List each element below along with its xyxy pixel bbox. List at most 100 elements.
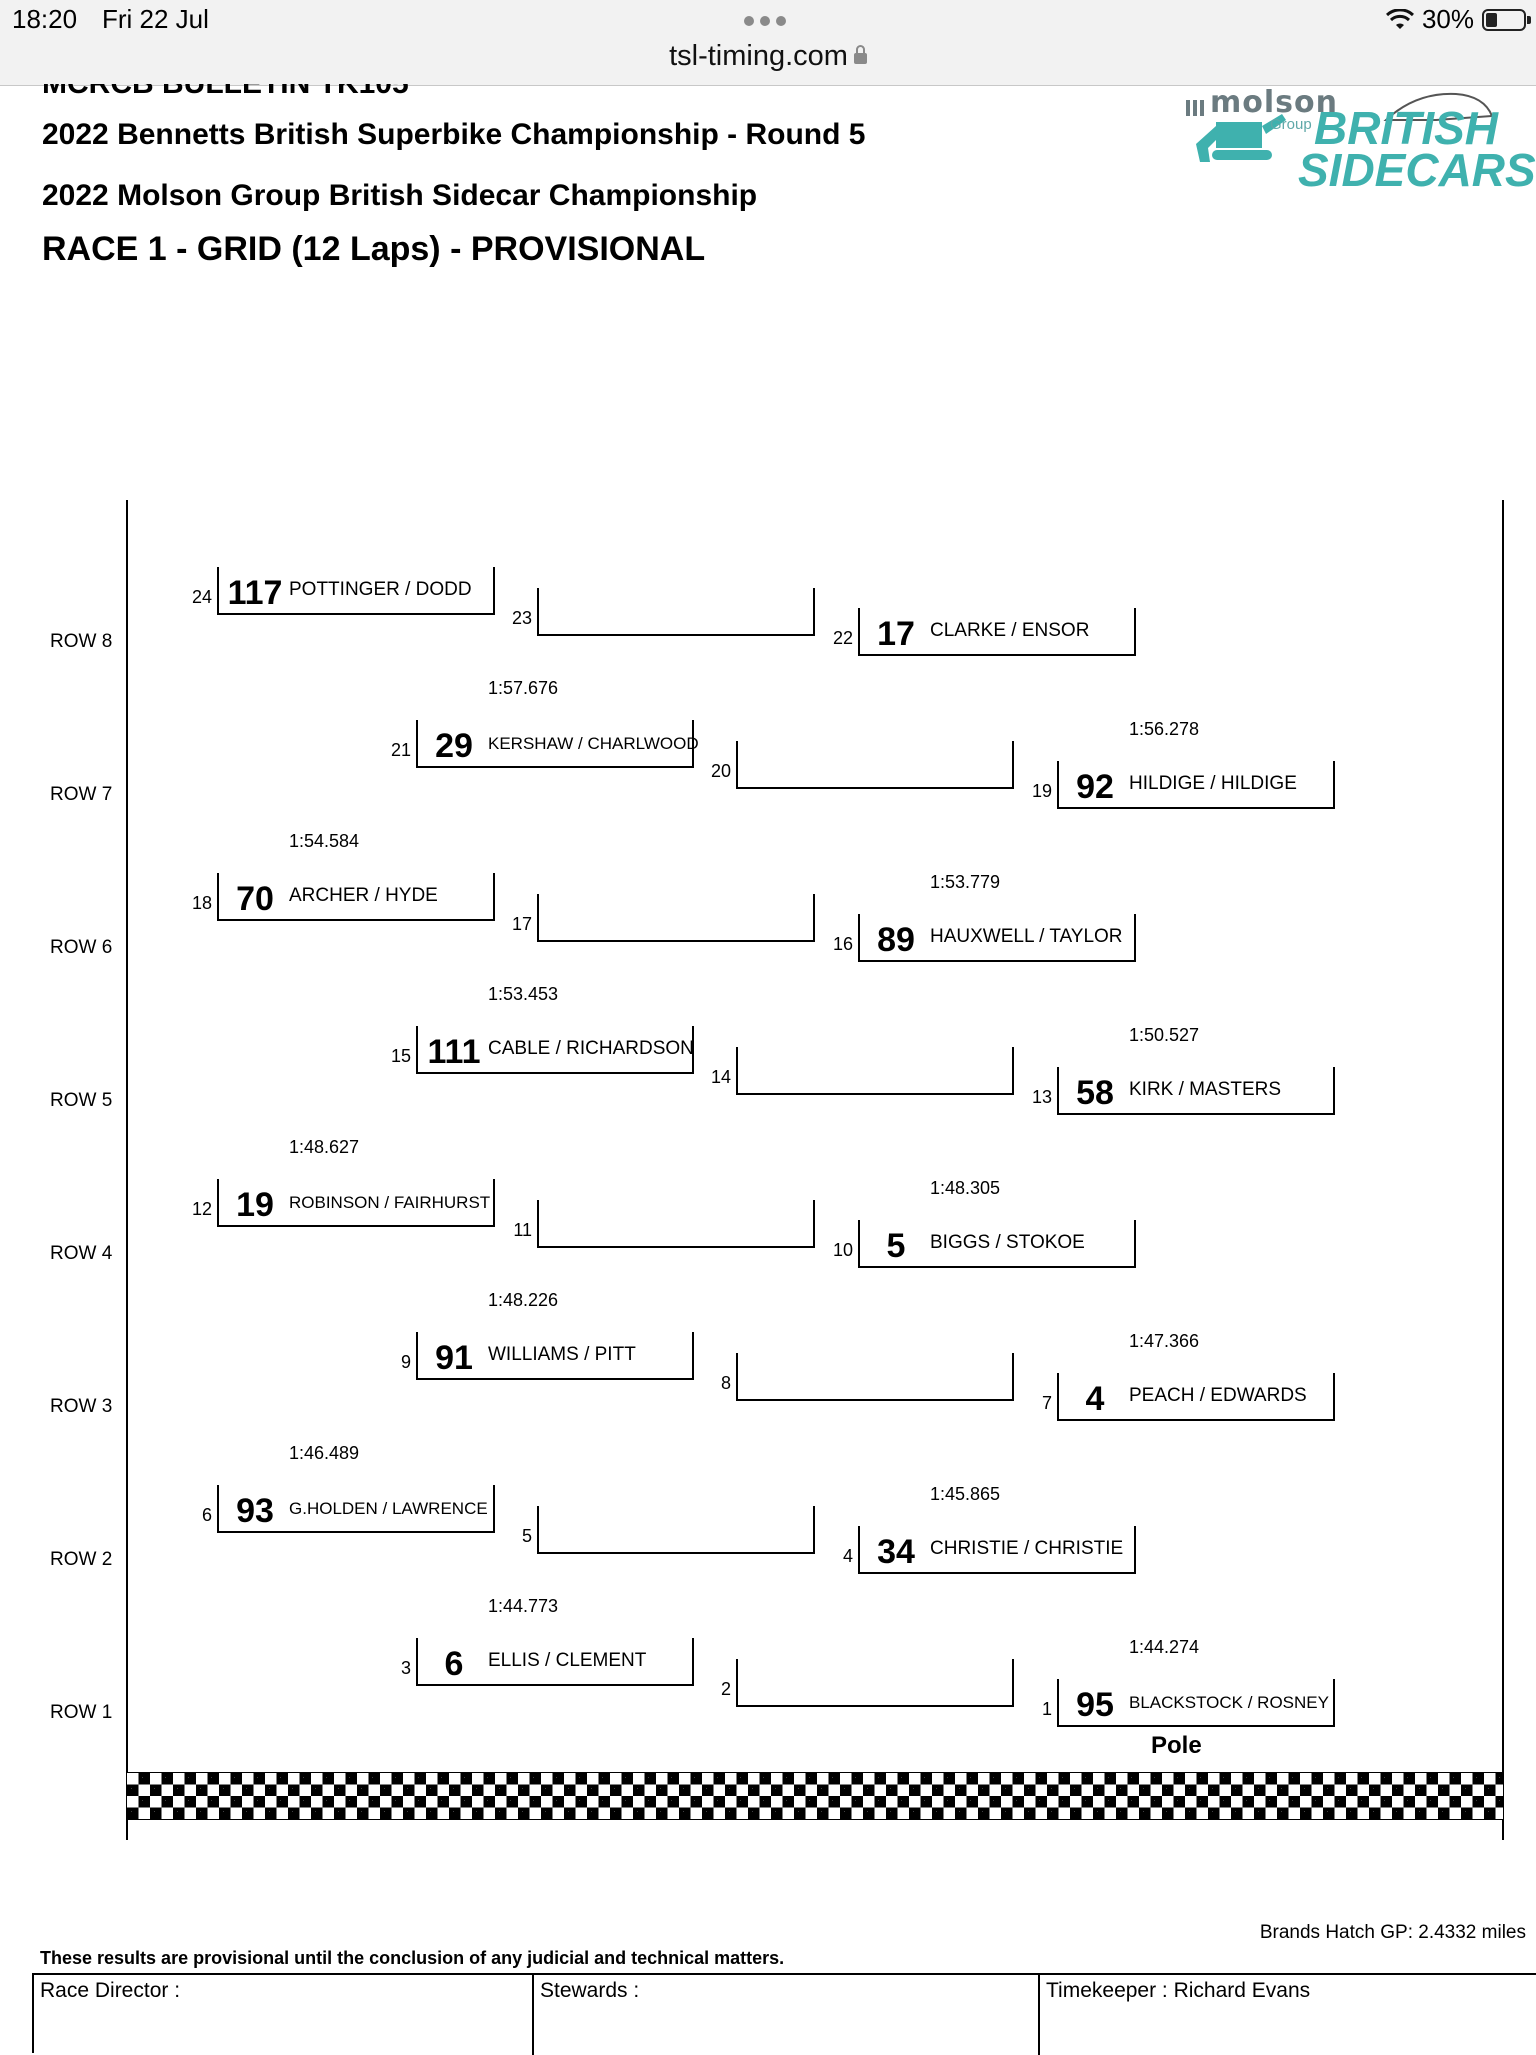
grid-slot: 1:48.627 12 19 ROBINSON / FAIRHURST (192, 1137, 497, 1227)
clock-date: Fri 22 Jul (102, 4, 209, 34)
grid-box (858, 608, 1136, 656)
rider-number: 17 (877, 615, 915, 653)
row-label: ROW 6 (50, 937, 113, 958)
rider-names: HILDIGE / HILDIGE (1129, 773, 1297, 794)
grid-box (736, 1659, 1014, 1707)
grid-box (217, 873, 495, 921)
grid-box (1057, 1679, 1335, 1727)
grid-slot: 1:50.527 13 58 KIRK / MASTERS (1032, 1025, 1337, 1115)
grid-slot-empty: 11 (513, 1200, 817, 1248)
track-edge-right (1502, 500, 1504, 1840)
grid-slot: 24 117 POTTINGER / DODD (192, 567, 497, 615)
grid-slot: 1:54.584 18 70 ARCHER / HYDE (192, 831, 497, 921)
grid-position: 13 (1031, 1087, 1052, 1107)
rider-names: POTTINGER / DODD (289, 579, 472, 600)
lock-icon (853, 45, 867, 64)
rider-number: 70 (236, 880, 274, 918)
qualifying-time: 1:45.865 (930, 1484, 1001, 1504)
grid-slot: 1:47.366 7 4 PEACH / EDWARDS (1042, 1331, 1337, 1421)
row-label: ROW 1 (50, 1702, 113, 1723)
grid-box (217, 1179, 495, 1227)
battery-percent: 30% (1421, 4, 1474, 34)
rider-names: WILLIAMS / PITT (488, 1344, 636, 1365)
grid-position: 7 (1041, 1393, 1052, 1413)
rider-names: ELLIS / CLEMENT (488, 1650, 647, 1671)
rider-number: 19 (236, 1186, 274, 1224)
grid-position: 8 (720, 1373, 731, 1393)
qualifying-time: 1:48.627 (289, 1137, 360, 1157)
grid-slot-empty: 8 (721, 1353, 1016, 1401)
grid-box (858, 1526, 1136, 1574)
grid-position: 14 (710, 1067, 731, 1087)
race-director-label: Race Director : (40, 1979, 181, 2002)
qualifying-time: 1:57.676 (488, 678, 559, 698)
circuit-info: Brands Hatch GP: 2.4332 miles (1259, 1922, 1526, 1943)
rider-number: 5 (886, 1227, 906, 1265)
molson-british-sidecars-logo: molson Group BRITISH SIDECARS (1186, 86, 1536, 196)
grid-slot: 1:45.865 4 34 CHRISTIE / CHRISTIE (843, 1484, 1138, 1574)
status-indicators: 30% (1385, 4, 1531, 35)
grid-slot: 1:53.779 16 89 HAUXWELL / TAYLOR (833, 872, 1138, 962)
grid-position: 16 (832, 934, 853, 954)
clock-time: 18:20 (12, 4, 78, 34)
rider-number: 29 (435, 727, 473, 765)
rider-names: ARCHER / HYDE (289, 885, 438, 906)
wifi-icon (1385, 8, 1414, 29)
grid-slot-empty: 17 (512, 894, 817, 942)
rider-names: CLARKE / ENSOR (930, 620, 1090, 641)
grid-box (858, 1220, 1136, 1268)
grid-position: 10 (832, 1240, 853, 1260)
grid-position: 12 (191, 1199, 212, 1219)
qualifying-time: 1:53.779 (930, 872, 1001, 892)
grid-box (736, 1047, 1014, 1095)
grid-position: 9 (400, 1352, 411, 1372)
grid-position: 17 (511, 914, 532, 934)
grid-position: 11 (513, 1220, 532, 1240)
grid-position: 20 (710, 761, 731, 781)
grid-position: 15 (390, 1046, 411, 1066)
grid-position: 22 (832, 628, 853, 648)
grid-box (416, 1332, 694, 1380)
grid-box (416, 1638, 694, 1686)
grid-position: 18 (191, 893, 212, 913)
track-edge-left (126, 500, 128, 1840)
qualifying-time: 1:48.226 (488, 1290, 559, 1310)
grid-position: 19 (1031, 781, 1052, 801)
row-label: ROW 3 (50, 1396, 113, 1417)
qualifying-time: 1:47.366 (1129, 1331, 1200, 1351)
rider-names: BIGGS / STOKOE (930, 1232, 1085, 1253)
rider-number: 111 (427, 1033, 481, 1071)
grid-position: 2 (720, 1679, 731, 1699)
battery-icon (1482, 8, 1531, 31)
address-bar[interactable]: tsl-timing.com (0, 40, 1536, 73)
provisional-disclaimer: These results are provisional until the … (40, 1948, 785, 1968)
grid-position: 5 (521, 1526, 532, 1546)
rider-names: G.HOLDEN / LAWRENCE (289, 1499, 488, 1518)
logo-molson-text: molson (1210, 86, 1338, 120)
grid-box (217, 567, 495, 615)
pole-label: Pole (1151, 1732, 1202, 1759)
grid-position: 3 (400, 1658, 411, 1678)
more-options-icon[interactable] (744, 16, 786, 26)
grid-box (1057, 1373, 1335, 1421)
qualifying-time: 1:44.773 (488, 1596, 559, 1616)
grid-slot: 1:48.226 9 91 WILLIAMS / PITT (401, 1290, 696, 1380)
excavator-icon (1186, 100, 1286, 162)
rider-number: 89 (877, 921, 915, 959)
grid-box (537, 1506, 815, 1554)
grid-slot: 1:48.305 10 5 BIGGS / STOKOE (833, 1178, 1138, 1268)
grid-box (736, 1353, 1014, 1401)
rider-number: 6 (444, 1645, 464, 1683)
grid-slot: 1:53.453 15 111 CABLE / RICHARDSON (391, 984, 696, 1074)
row-label: ROW 2 (50, 1549, 113, 1570)
grid-position: 23 (511, 608, 532, 628)
rider-number: 91 (435, 1339, 473, 1377)
rider-number: 95 (1076, 1686, 1114, 1724)
qualifying-time: 1:50.527 (1129, 1025, 1200, 1045)
qualifying-time: 1:46.489 (289, 1443, 360, 1463)
grid-box (537, 1200, 815, 1248)
grid-slot-empty: 5 (522, 1506, 817, 1554)
qualifying-time: 1:54.584 (289, 831, 360, 851)
race-title: RACE 1 - GRID (12 Laps) - PROVISIONAL (42, 230, 706, 268)
grid-slot: 1:56.278 19 92 HILDIGE / HILDIGE (1032, 719, 1337, 809)
